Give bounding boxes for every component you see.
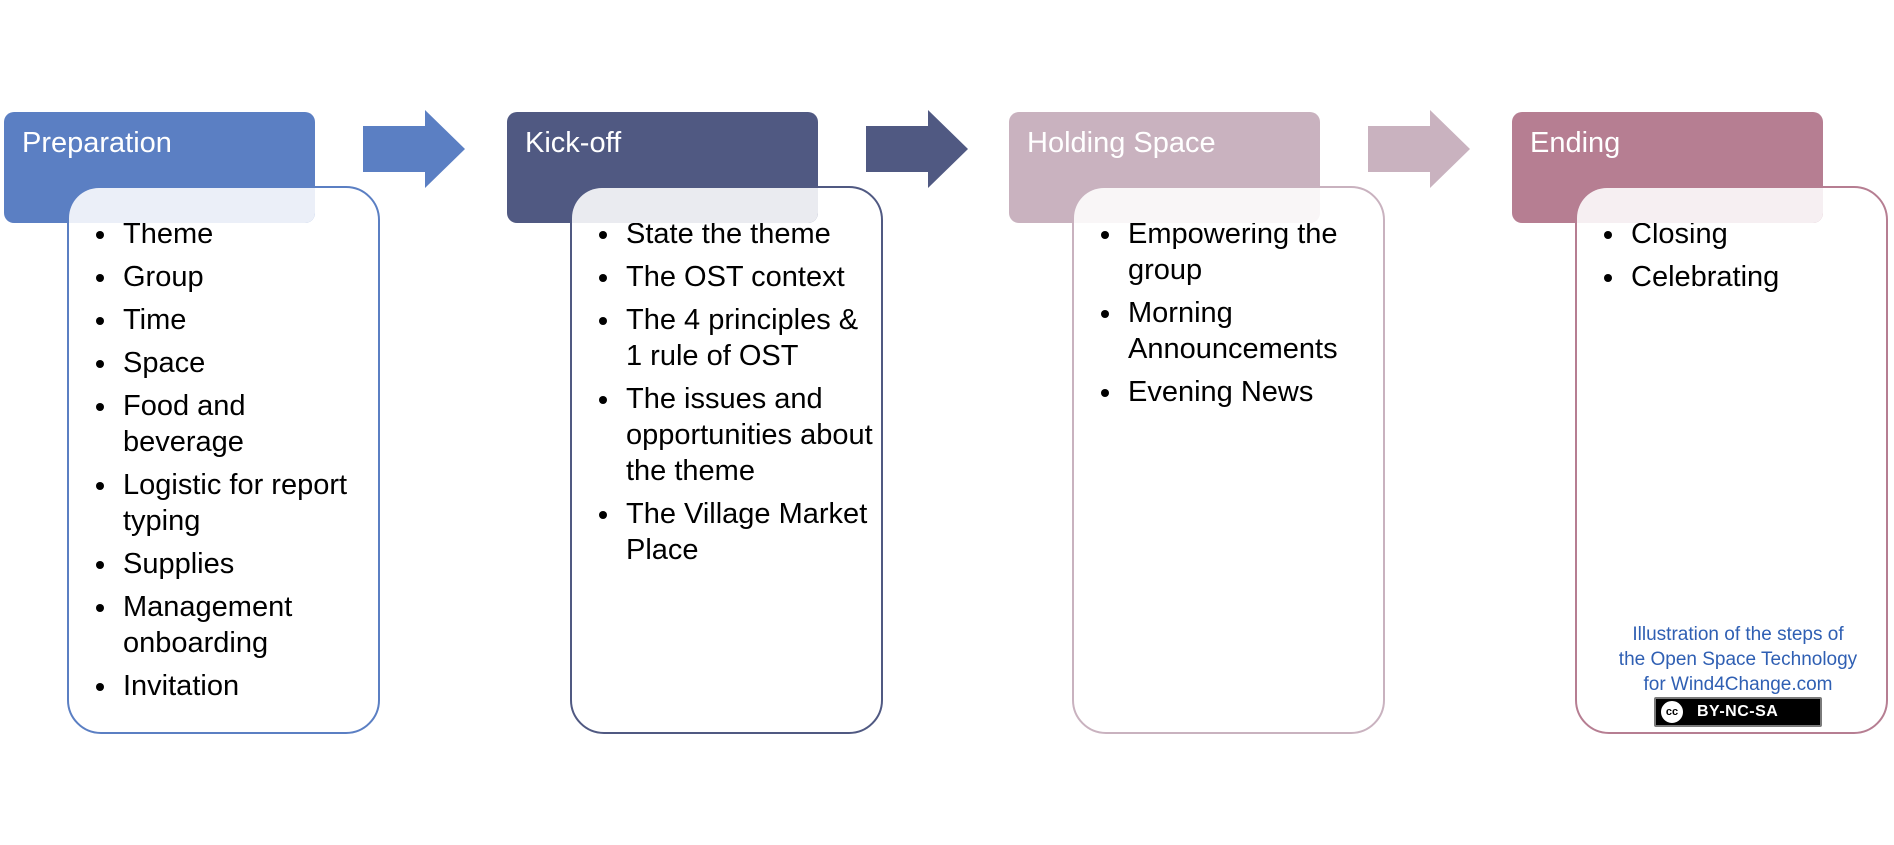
- license-label: BY-NC-SA: [1697, 703, 1779, 720]
- stage-card: Empowering the group Morning Announcemen…: [1072, 186, 1385, 734]
- item-list: Closing Celebrating: [1604, 216, 1874, 302]
- list-item: The OST context: [599, 259, 874, 295]
- list-item: Empowering the group: [1101, 216, 1376, 288]
- list-item: Evening News: [1101, 374, 1376, 410]
- item-list: State the theme The OST context The 4 pr…: [599, 216, 874, 575]
- stage-card: Theme Group Time Space Food and beverage…: [67, 186, 380, 734]
- item-list: Theme Group Time Space Food and beverage…: [96, 216, 366, 711]
- list-item: Group: [96, 259, 366, 295]
- list-item: Management onboarding: [96, 589, 366, 661]
- list-item: Space: [96, 345, 366, 381]
- credit-text: Illustration of the steps of the Open Sp…: [1604, 622, 1872, 697]
- list-item: Theme: [96, 216, 366, 252]
- stage-header: Ending: [1512, 112, 1823, 223]
- stage-card: Closing Celebrating: [1575, 186, 1888, 734]
- arrow-right-icon: [363, 110, 465, 188]
- list-item: Closing: [1604, 216, 1874, 252]
- item-list: Empowering the group Morning Announcemen…: [1101, 216, 1376, 417]
- stage-header: Kick-off: [507, 112, 818, 223]
- list-item: Invitation: [96, 668, 366, 704]
- list-item: The 4 principles & 1 rule of OST: [599, 302, 874, 374]
- list-item: The Village Market Place: [599, 496, 874, 568]
- arrow-right-icon: [866, 110, 968, 188]
- creative-commons-icon: cc: [1659, 699, 1685, 725]
- credit-line: Illustration of the steps of: [1632, 624, 1844, 645]
- stage-card: State the theme The OST context The 4 pr…: [570, 186, 883, 734]
- list-item: State the theme: [599, 216, 874, 252]
- arrow-right-icon: [1368, 110, 1470, 188]
- list-item: Morning Announcements: [1101, 295, 1376, 367]
- list-item: Food and beverage: [96, 388, 366, 460]
- list-item: Celebrating: [1604, 259, 1874, 295]
- list-item: Supplies: [96, 546, 366, 582]
- cc-license-badge: cc BY-NC-SA: [1654, 697, 1822, 727]
- list-item: Logistic for report typing: [96, 467, 366, 539]
- list-item: Time: [96, 302, 366, 338]
- stage-header: Preparation: [4, 112, 315, 223]
- stage-header: Holding Space: [1009, 112, 1320, 223]
- list-item: The issues and opportunities about the t…: [599, 381, 874, 489]
- credit-line: for Wind4Change.com: [1643, 674, 1833, 695]
- credit-line: the Open Space Technology: [1618, 649, 1858, 670]
